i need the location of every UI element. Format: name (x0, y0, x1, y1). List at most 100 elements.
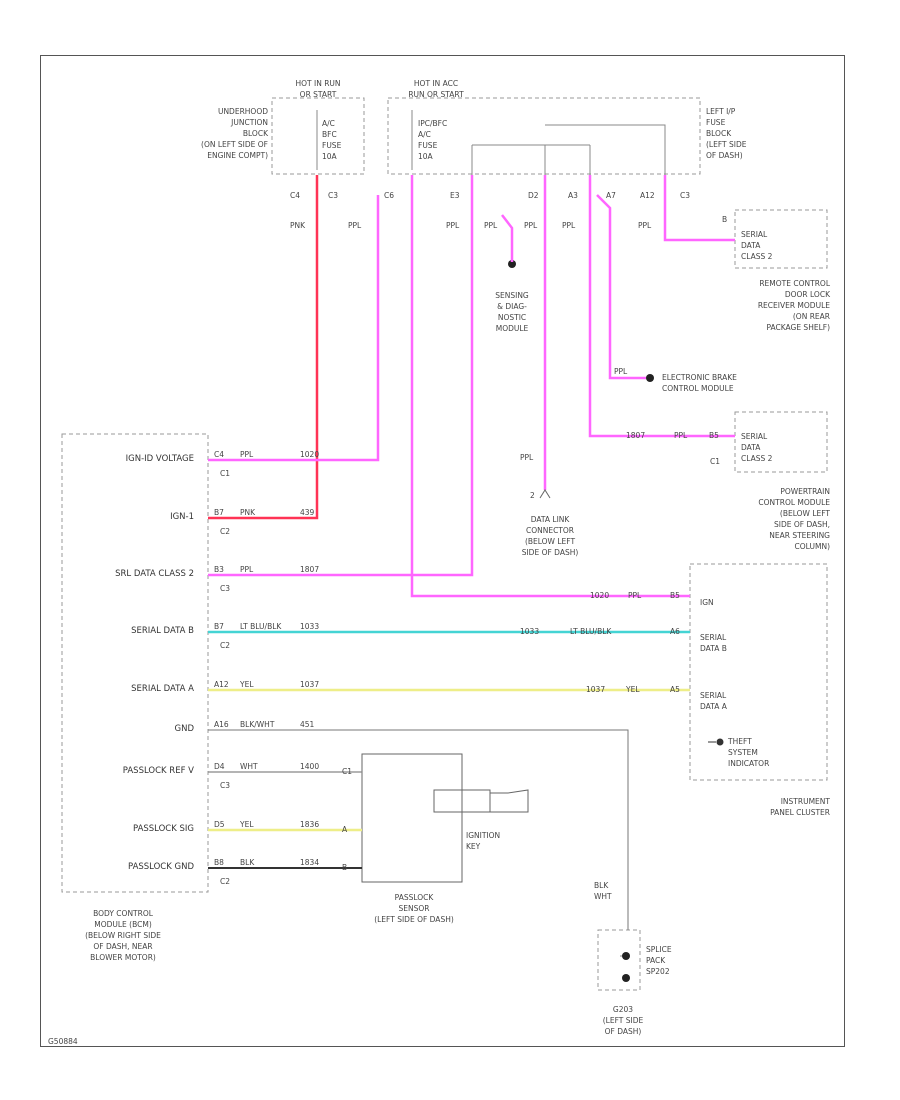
sdm-label: SENSING & DIAG- NOSTIC MODULE (495, 291, 529, 333)
bcm-pin-circuit: 451 (300, 720, 315, 729)
ipc-ign-wire-color: PPL (628, 591, 642, 600)
sdm-wire (501, 214, 514, 262)
pcm-circuit: 1807 (626, 431, 646, 440)
conn-a3: A3 (568, 191, 578, 200)
bcm-pin-id: A16 (214, 720, 229, 729)
bcm-pin-wire: BLK (240, 858, 255, 867)
diagram-frame (40, 55, 845, 1047)
ipc-label: INSTRUMENT PANEL CLUSTER (770, 797, 830, 817)
bcm-pin-circuit: 1834 (300, 858, 320, 867)
rcdlr-box (734, 209, 828, 269)
bcm-pin-name: SERIAL DATA A (131, 684, 194, 694)
pcm-pin: B5 (709, 431, 719, 440)
bcm-pin-id: B7 (214, 508, 224, 517)
bcm-pin-conn: C3 (220, 584, 231, 593)
left-ip-block-label: LEFT I/P FUSE BLOCK (LEFT SIDE OF DASH) (706, 107, 747, 160)
bcm-pin-circuit: 1807 (300, 565, 320, 574)
ipc-ign-pin: B5 (670, 591, 680, 600)
ipc-b-wire-color: LT BLU/BLK (570, 627, 612, 636)
ebcm-wire (596, 194, 646, 380)
ipc-ign-label: IGN (700, 598, 714, 607)
passlock-b: B (342, 863, 348, 872)
bcm-pin-id: B3 (214, 565, 224, 574)
conn-e3: E3 (450, 191, 460, 200)
bcm-pin-circuit: 1037 (300, 680, 320, 689)
wire-label-ppl-6: PPL (638, 221, 652, 230)
bcm-pin-conn: C2 (220, 641, 231, 650)
bcm-pin-wire: LT BLU/BLK (240, 622, 282, 631)
theft-indicator-icon (708, 738, 724, 746)
ignition-key-label: IGNITION KEY (466, 831, 501, 851)
bcm-pin-wire: YEL (240, 680, 254, 689)
ipc-box (689, 563, 828, 781)
bcm-pin-circuit: 1033 (300, 622, 320, 631)
ground-label: G203 (LEFT SIDE OF DASH) (602, 1005, 644, 1036)
conn-c6: C6 (384, 191, 395, 200)
bcm-pin-conn: C2 (220, 527, 231, 536)
bcm-pin-id: D5 (214, 820, 225, 829)
pcm-wire (588, 175, 735, 438)
bcm-pin-wire: PPL (240, 565, 254, 574)
underhood-fuse-label: A/C BFC FUSE 10A (322, 119, 342, 161)
splice-dot-1 (622, 952, 630, 960)
splice-label: SPLICE PACK SP202 (646, 945, 672, 976)
underhood-block-label: UNDERHOOD JUNCTION BLOCK (ON LEFT SIDE O… (201, 107, 268, 160)
bcm-pin-name: PASSLOCK SIG (132, 824, 194, 834)
ipc-a-pin: A5 (670, 685, 680, 694)
passlock-a: A (342, 825, 348, 834)
bcm-label: BODY CONTROL MODULE (BCM) (BELOW RIGHT S… (85, 909, 161, 962)
pcm-serial-label: SERIAL DATA CLASS 2 (741, 432, 773, 463)
rcdlr-serial-label: SERIAL DATA CLASS 2 (741, 230, 773, 261)
bcm-pin-wire: WHT (240, 762, 258, 771)
bcm-pin-name: PASSLOCK GND (127, 862, 194, 872)
bcm-pin-wire: YEL (240, 820, 254, 829)
bcm-pin-circuit: 439 (300, 508, 315, 517)
ipc-a-label: SERIAL DATA A (700, 691, 727, 711)
ipc-b-label: SERIAL DATA B (700, 633, 727, 653)
bcm-pin-name: PASSLOCK REF V (122, 766, 194, 776)
bcm-pin-id: D4 (214, 762, 225, 771)
pcm-label: POWERTRAIN CONTROL MODULE (BELOW LEFT SI… (758, 487, 830, 551)
dlc-wire-label: PPL (520, 453, 534, 462)
bcm-pin-circuit: 1400 (300, 762, 320, 771)
bcm-pin-wire: BLK/WHT (240, 720, 275, 729)
passlock-sensor-label: PASSLOCK SENSOR (LEFT SIDE OF DASH) (374, 893, 454, 924)
bcm-pin-id: A12 (214, 680, 229, 689)
bcm-pin-conn: C3 (220, 781, 231, 790)
ebcm-label: ELECTRONIC BRAKE CONTROL MODULE (662, 373, 737, 393)
splice-dot-2 (622, 974, 630, 982)
bcm-pin-id: B8 (214, 858, 224, 867)
rcdlr-label: REMOTE CONTROL DOOR LOCK RECEIVER MODULE… (757, 279, 830, 332)
wire-label-ppl-4: PPL (524, 221, 538, 230)
bcm-pin-circuit: 1020 (300, 450, 320, 459)
bcm-pin-id: C4 (214, 450, 225, 459)
bcm-pin-wire: PPL (240, 450, 254, 459)
bcm-pin-conn: C1 (220, 469, 231, 478)
underhood-fuse-box (271, 97, 365, 175)
ipc-ign-circuit: 1020 (590, 591, 610, 600)
theft-label: THEFT SYSTEM INDICATOR (728, 737, 770, 768)
bcm-pin-name: SERIAL DATA B (131, 626, 194, 636)
bcm-pin-name: IGN-1 (170, 512, 194, 522)
ipc-b-pin: A6 (670, 627, 680, 636)
conn-d2: D2 (528, 191, 539, 200)
wire-label-ppl-2: PPL (446, 221, 460, 230)
ign1-wire (208, 175, 319, 520)
conn-c4: C4 (290, 191, 301, 200)
pcm-conn-label: C1 (710, 457, 721, 466)
conn-a7: A7 (606, 191, 616, 200)
conn-c3b: C3 (680, 191, 691, 200)
ground-wire (208, 729, 629, 930)
hot-acc-label: HOT IN ACC RUN OR START (408, 79, 464, 99)
bcm-pin-name: GND (174, 724, 195, 734)
bcm-pin-id: B7 (214, 622, 224, 631)
acc-fuse-label: IPC/BFC A/C FUSE 10A (418, 119, 448, 161)
ipc-b-circuit: 1033 (520, 627, 540, 636)
dlc-terminal (539, 489, 551, 499)
hot-run-label: HOT IN RUN OR START (295, 79, 341, 99)
bcm-pin-wire: PNK (240, 508, 256, 517)
pcm-box (734, 411, 828, 473)
bcm-pin-circuit: 1836 (300, 820, 320, 829)
